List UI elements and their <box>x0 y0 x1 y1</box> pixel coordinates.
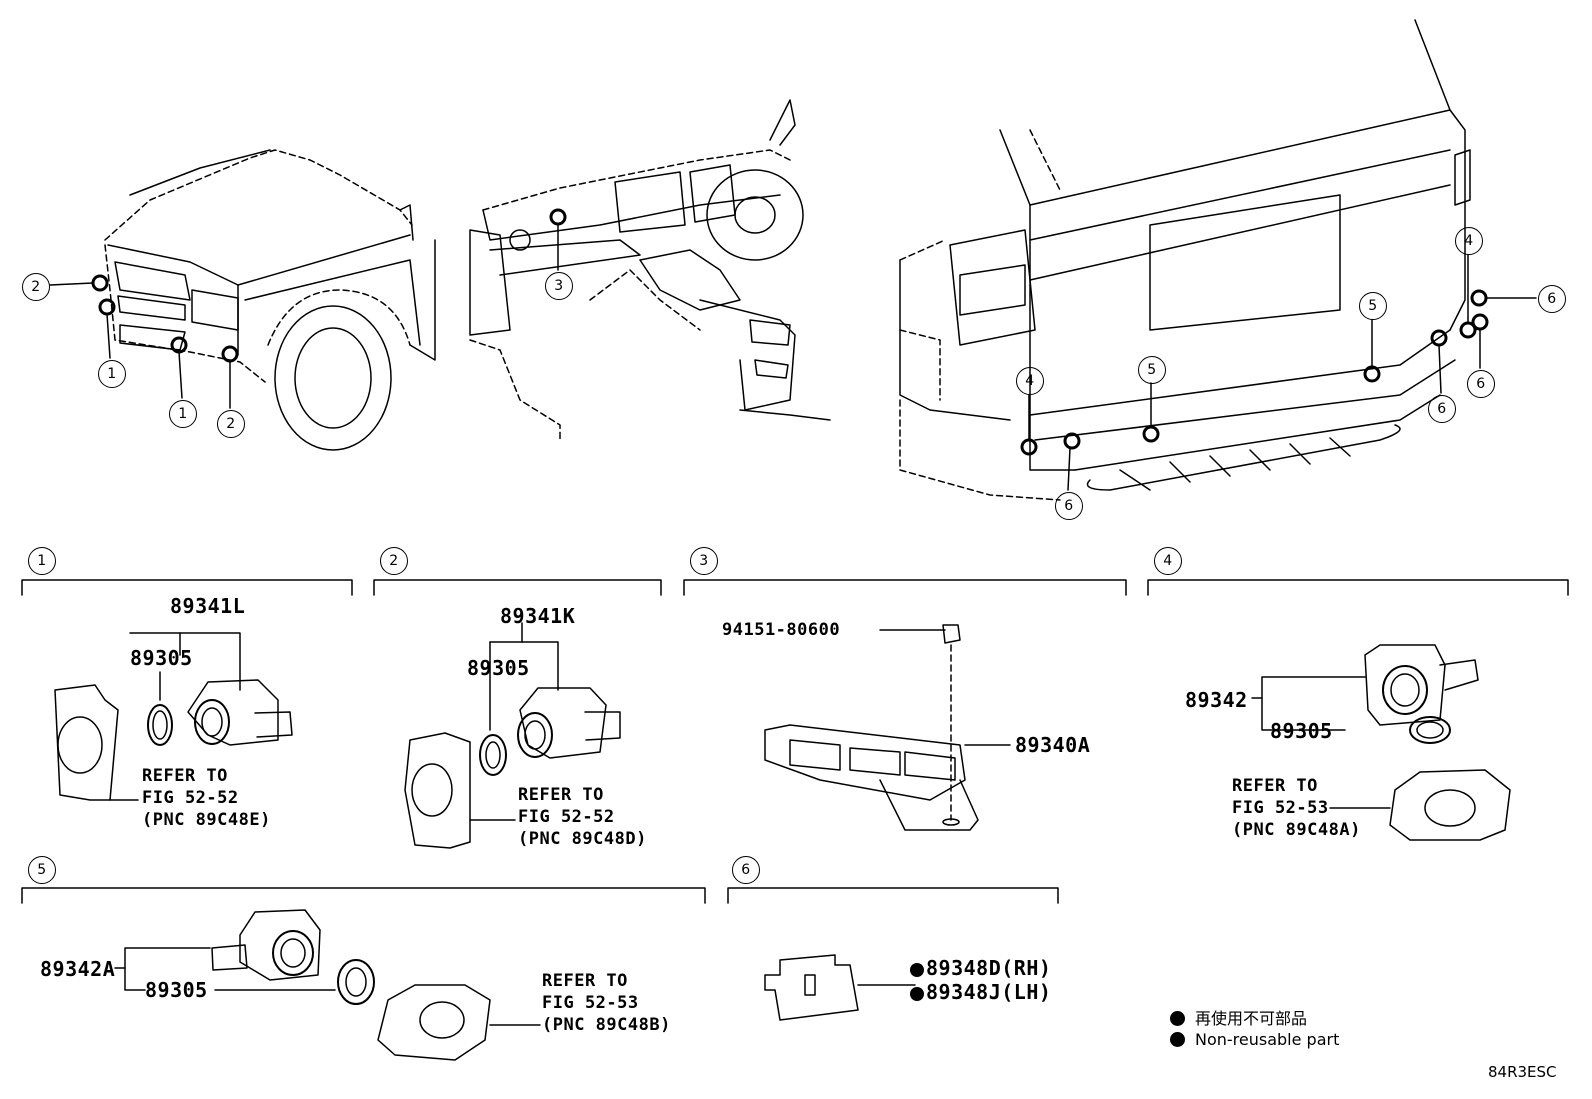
section-5-header: 5 <box>28 856 56 884</box>
part-number-89341K: 89341K <box>500 604 576 628</box>
refer-line-1: REFER TO <box>542 971 628 991</box>
refer-line-3: (PNC 89C48B) <box>542 1015 671 1035</box>
section-4-header: 4 <box>1154 547 1182 575</box>
part-number-89340A: 89340A <box>1015 733 1091 757</box>
section-6-header: 6 <box>732 856 760 884</box>
callout-6-rear-corner-upper: 6 <box>1538 285 1566 313</box>
callout-4-rear-right: 4 <box>1455 227 1483 255</box>
part-number-89348D-RH: 89348D(RH) <box>910 958 1051 978</box>
callout-6-rear-right: 6 <box>1428 395 1456 423</box>
callout-1-front-center: 1 <box>169 400 197 428</box>
refer-line-2: FIG 52-52 <box>518 807 615 827</box>
refer-line-1: REFER TO <box>518 785 604 805</box>
callout-2-front-lower: 2 <box>217 410 245 438</box>
refer-line-2: FIG 52-52 <box>142 788 239 808</box>
refer-line-2: FIG 52-53 <box>1232 798 1329 818</box>
section-2-parts <box>404 622 621 849</box>
section-1-header: 1 <box>28 547 56 575</box>
refer-note-s2: REFER TO FIG 52-52 (PNC 89C48D) <box>518 784 647 850</box>
section-3-parts <box>764 624 1011 831</box>
callout-2-front-upper: 2 <box>22 273 50 301</box>
section-2-header: 2 <box>380 547 408 575</box>
callout-6-rear-left: 6 <box>1055 492 1083 520</box>
part-number-89342A: 89342A <box>40 957 116 981</box>
refer-line-2: FIG 52-53 <box>542 993 639 1013</box>
part-number-89341L: 89341L <box>170 594 246 618</box>
part-number-89305-s5: 89305 <box>145 978 208 1002</box>
legend-dot-icon <box>1170 1032 1185 1047</box>
legend-english: Non-reusable part <box>1170 1030 1339 1049</box>
section-brackets <box>21 579 1569 904</box>
callout-5-rear-right: 5 <box>1359 292 1387 320</box>
callout-6-rear-corner-lower: 6 <box>1467 370 1495 398</box>
non-reusable-marker <box>910 987 924 1001</box>
refer-note-s4: REFER TO FIG 52-53 (PNC 89C48A) <box>1232 775 1361 841</box>
section-3-header: 3 <box>690 547 718 575</box>
dashboard-drawing <box>469 99 831 441</box>
rear-vehicle-drawing <box>899 19 1471 501</box>
legend-japanese: 再使用不可部品 <box>1170 1005 1307 1029</box>
refer-note-s1: REFER TO FIG 52-52 (PNC 89C48E) <box>142 765 271 831</box>
refer-line-3: (PNC 89C48A) <box>1232 820 1361 840</box>
section-1-parts <box>54 632 293 801</box>
callout-5-rear-left: 5 <box>1138 356 1166 384</box>
part-number-89305-s4: 89305 <box>1270 719 1333 743</box>
section-6-parts <box>764 954 916 1021</box>
callout-4-rear-left: 4 <box>1016 367 1044 395</box>
part-number-94151-80600: 94151-80600 <box>722 620 841 640</box>
refer-note-s5: REFER TO FIG 52-53 (PNC 89C48B) <box>542 970 671 1036</box>
part-number-89305-s1: 89305 <box>130 646 193 670</box>
figure-code: 84R3ESC <box>1488 1063 1557 1081</box>
callout-markers <box>49 208 1537 491</box>
refer-line-1: REFER TO <box>1232 776 1318 796</box>
part-number-89305-s2: 89305 <box>467 656 530 680</box>
refer-line-3: (PNC 89C48D) <box>518 829 647 849</box>
callout-1-front-left: 1 <box>98 360 126 388</box>
callout-3-dashboard: 3 <box>545 272 573 300</box>
non-reusable-marker <box>910 963 924 977</box>
front-vehicle-drawing <box>104 149 436 451</box>
refer-line-3: (PNC 89C48E) <box>142 810 271 830</box>
section-5-parts <box>114 909 541 1061</box>
part-number-89348J-LH: 89348J(LH) <box>910 982 1051 1002</box>
part-number-89342: 89342 <box>1185 688 1248 712</box>
section-4-parts <box>1251 644 1511 841</box>
legend-dot-icon <box>1170 1011 1185 1026</box>
refer-line-1: REFER TO <box>142 766 228 786</box>
